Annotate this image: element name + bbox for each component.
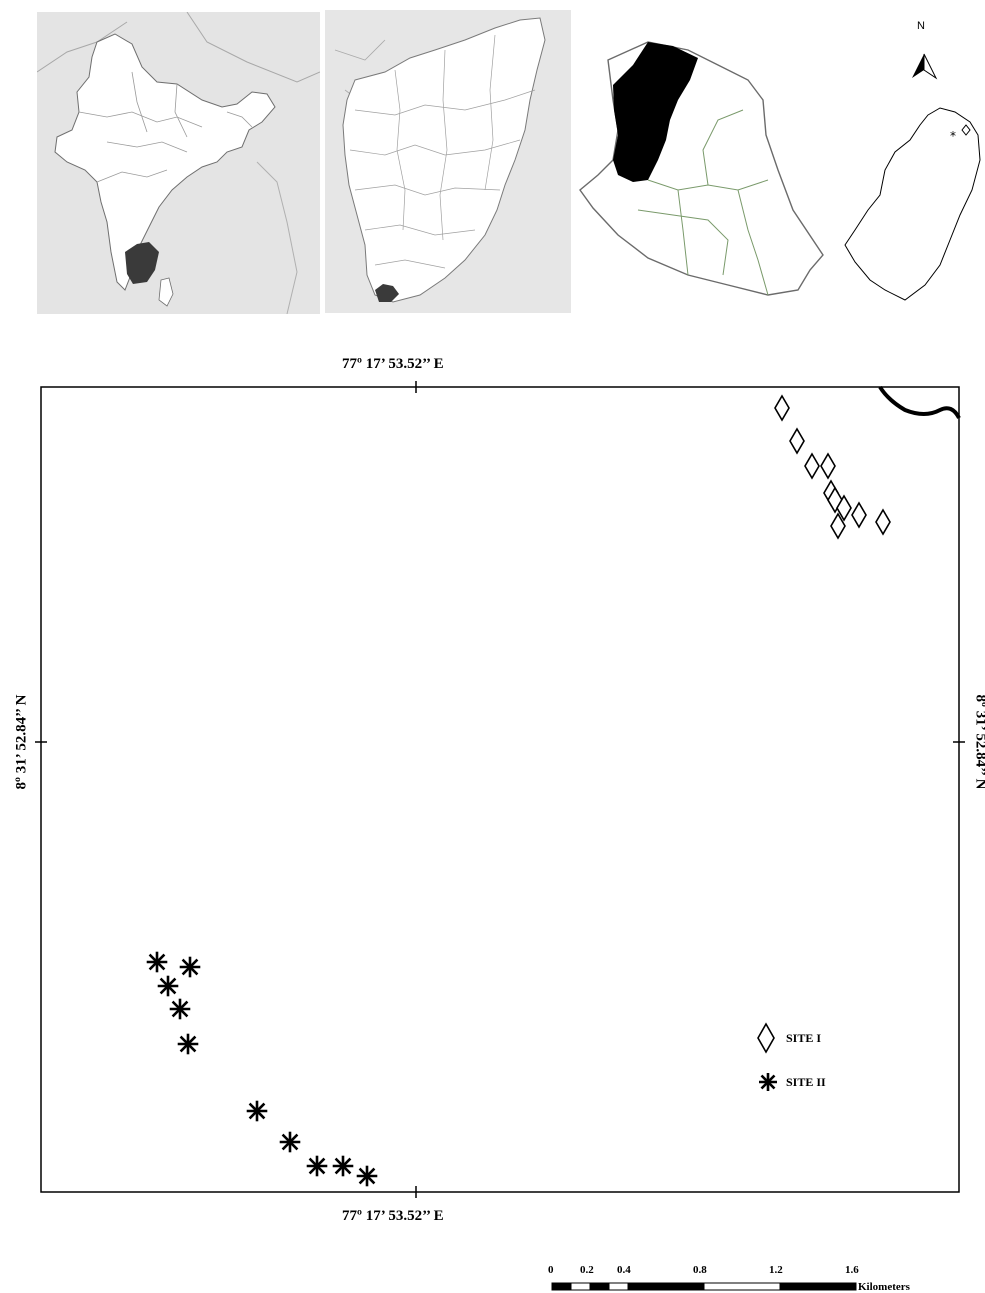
legend-site2-label: SITE II: [786, 1075, 826, 1089]
scale-tick-label: 1.2: [769, 1264, 783, 1276]
india-outline: [54, 33, 276, 291]
map-frame: [40, 386, 960, 1193]
scale-bar: [551, 1282, 857, 1291]
site1-markers: [774, 394, 891, 540]
scale-tick-label: 1.6: [845, 1264, 859, 1276]
site2-markers: [146, 951, 378, 1187]
scale-tick-label: 0.2: [580, 1264, 594, 1276]
site2-marker: [332, 1155, 354, 1177]
legend-site2-icon: [759, 1073, 777, 1091]
site2-marker: [146, 951, 168, 973]
scale-tick-label: 0.8: [693, 1264, 707, 1276]
sri-lanka-outline: [158, 277, 174, 307]
longitude-label-bottom: 77º 17’ 53.52’’ E: [342, 1208, 444, 1224]
site1-marker: [875, 508, 891, 536]
study-area-outline: [844, 107, 981, 301]
site1-marker: [774, 394, 790, 422]
site1-mini-marker: [961, 124, 971, 136]
latitude-label-right: 8º 31’ 52.84’’ N: [972, 694, 985, 790]
site2-mini-marker: *: [950, 129, 956, 143]
legend-site1-label: SITE I: [786, 1031, 822, 1045]
north-label: N: [917, 20, 925, 32]
site1-marker: [804, 452, 820, 480]
site2-marker: [177, 1033, 199, 1055]
kanyakumari-highlight: [375, 284, 399, 302]
inset-india-map: [37, 12, 320, 314]
site2-marker: [306, 1155, 328, 1177]
legend-site1-icon: [757, 1022, 775, 1054]
site1-marker: [789, 427, 805, 455]
site2-marker: [179, 956, 201, 978]
site1-marker: [851, 501, 867, 529]
latitude-label-left: 8º 31’ 52.84’’ N: [13, 694, 30, 790]
inset-study-area-map: *: [840, 40, 985, 305]
scale-unit-label: Kilometers: [858, 1281, 910, 1293]
site1-marker: [836, 494, 852, 522]
site2-marker: [279, 1131, 301, 1153]
site2-marker: [356, 1165, 378, 1187]
scale-tick-label: 0: [548, 1264, 554, 1276]
north-arrow-icon: [912, 53, 938, 80]
tamil-nadu-outline: [342, 17, 546, 303]
river: [878, 385, 961, 419]
longitude-label-top: 77º 17’ 53.52’’ E: [342, 356, 444, 372]
site2-marker: [246, 1100, 268, 1122]
site2-marker: [169, 998, 191, 1020]
scale-tick-label: 0.4: [617, 1264, 631, 1276]
tamil-nadu-highlight: [125, 242, 159, 284]
highlighted-taluk: [613, 42, 698, 182]
inset-tamil-nadu-map: [325, 10, 571, 313]
site2-marker: [157, 975, 179, 997]
inset-district-map: [578, 40, 833, 300]
site1-marker: [830, 512, 846, 540]
site1-marker: [820, 452, 836, 480]
